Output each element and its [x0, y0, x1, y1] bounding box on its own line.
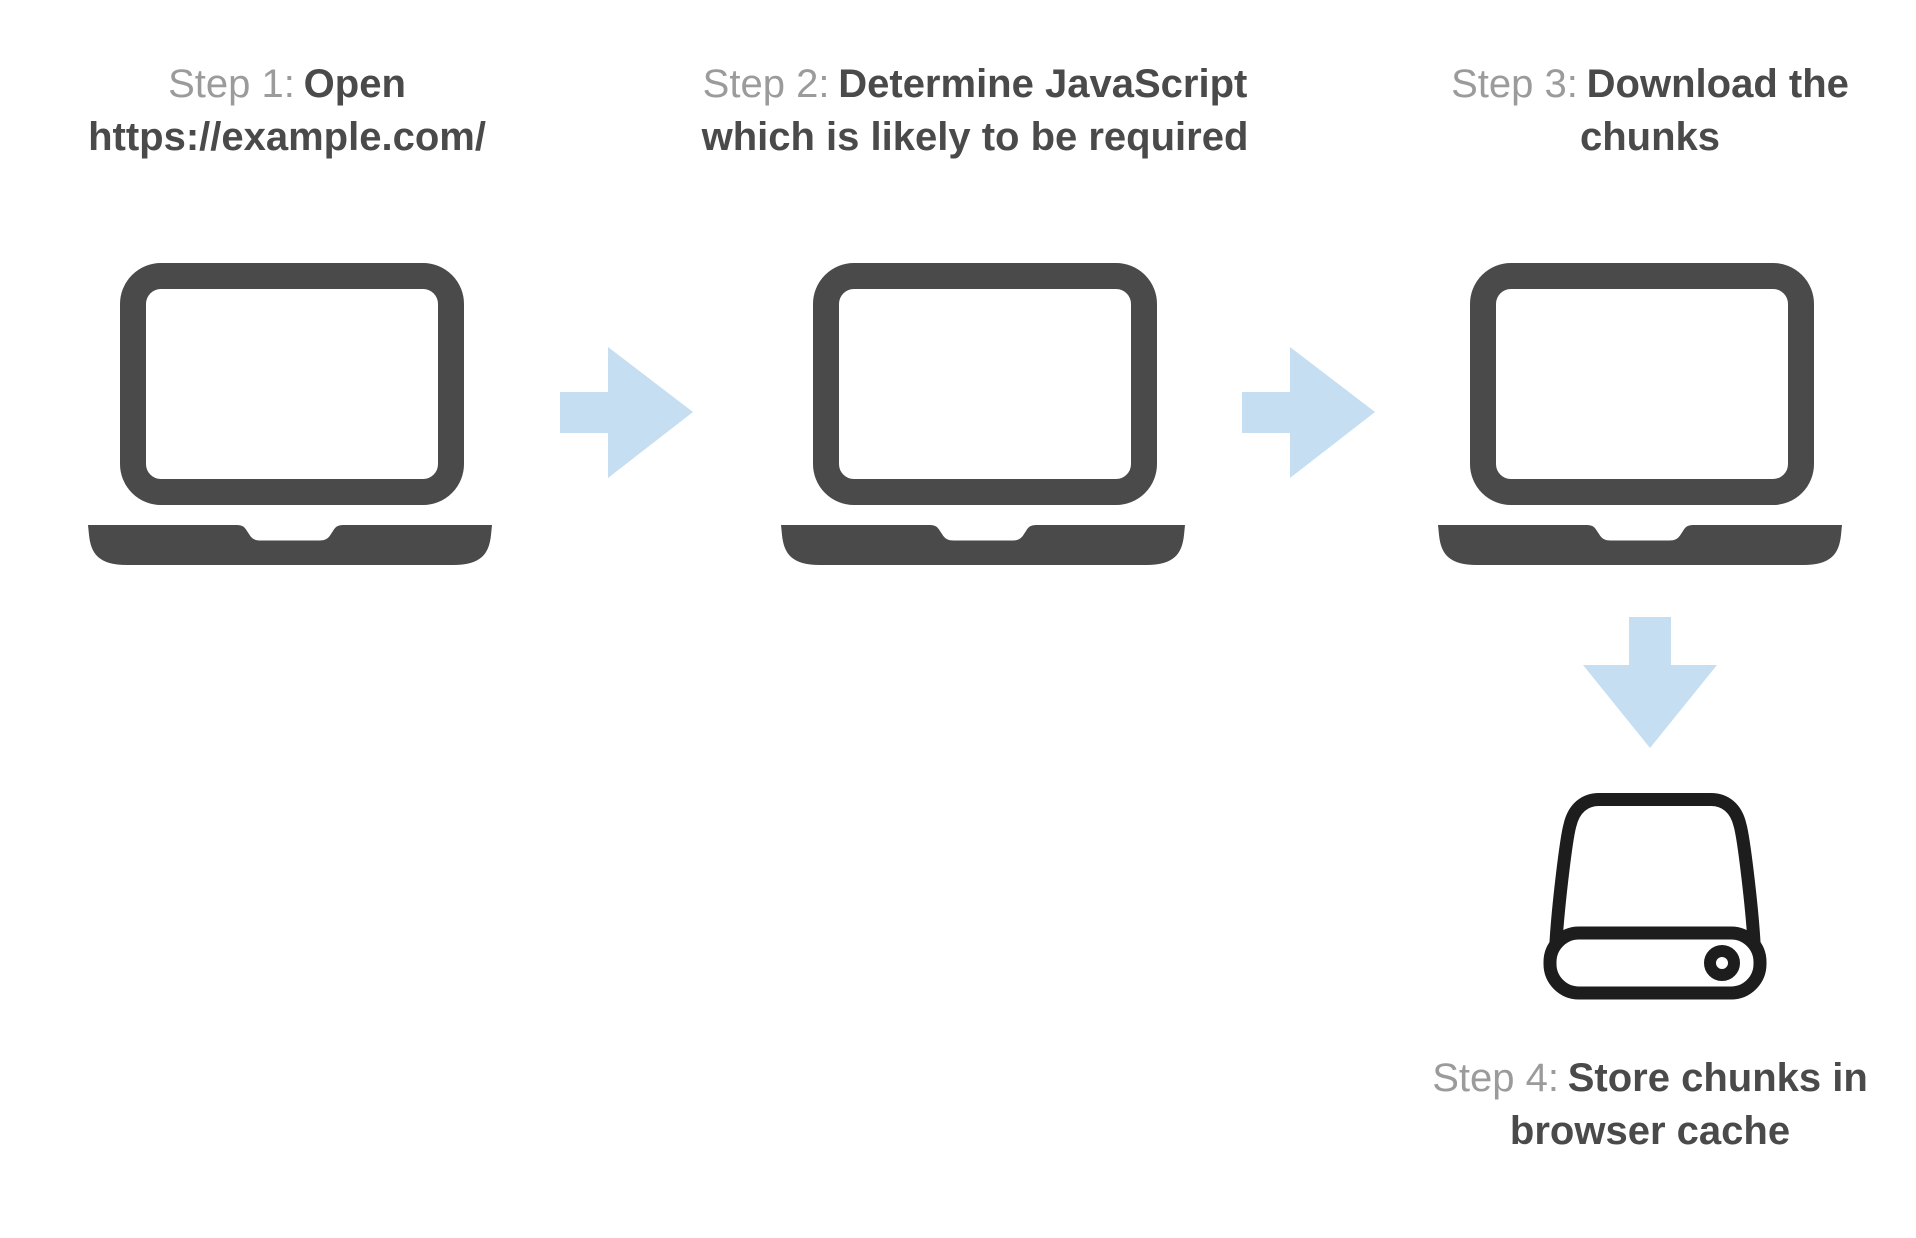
step-1-caption: Step 1:Open https://example.com/ — [37, 58, 537, 164]
arrow-right-icon — [560, 347, 693, 478]
step-1-title: Open https://example.com/ — [88, 62, 486, 159]
step-2-title: Determine JavaScript which is likely to … — [701, 62, 1249, 159]
step-4-title: Store chunks in browser cache — [1509, 1056, 1868, 1153]
hard-drive-icon — [1543, 792, 1767, 1000]
step-2-label: Step 2: — [702, 62, 830, 106]
laptop-icon — [87, 258, 493, 565]
step-4-label: Step 4: — [1432, 1056, 1559, 1100]
step-3-label: Step 3: — [1451, 62, 1578, 106]
step-1-label: Step 1: — [168, 62, 295, 106]
step-3-caption: Step 3:Download the chunks — [1440, 58, 1860, 164]
arrow-right-icon — [1242, 347, 1375, 478]
laptop-icon — [780, 258, 1186, 565]
step-4-caption: Step 4:Store chunks in browser cache — [1430, 1052, 1870, 1158]
laptop-icon — [1437, 258, 1843, 565]
step-2-caption: Step 2:Determine JavaScript which is lik… — [695, 58, 1255, 164]
step-3-title: Download the chunks — [1579, 62, 1849, 159]
arrow-down-icon — [1583, 617, 1717, 748]
